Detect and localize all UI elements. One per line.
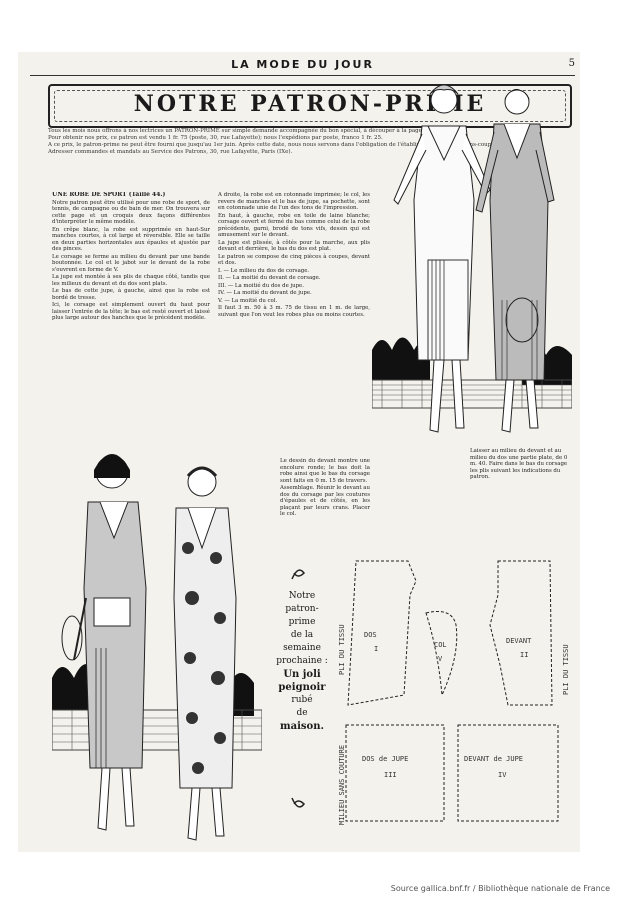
caption-line: semaine [283,643,321,653]
article-para: En haut, à gauche, robe en toile de lain… [218,212,370,239]
pattern-label: DOS [364,631,377,639]
illustration-top-right [372,84,572,448]
pattern-label: IV [498,771,507,779]
pattern-label: DEVANT [506,637,532,645]
intro-para: Adresser commandes et mandats au Service… [48,149,293,155]
caption-bold: maison. [280,721,324,732]
article-para: A droite, la robe est en cotonnade impri… [218,192,370,211]
article-para: II. — La moitié du devant de corsage. [218,275,321,281]
page-number: 5 [568,58,575,69]
article-para: V. — La moitié du col. [218,297,278,304]
article-para: Le bas de cette jupe, à gauche, ainsi qu… [52,288,210,301]
edge-label: PLI DU TISSU [338,624,346,675]
header-rule [30,75,575,76]
caption-line: de la [290,630,314,640]
article-para: La jupe est montée à ses plis de chaque … [52,274,210,287]
next-pattern-caption: Notre patron- prime de la semaine procha… [268,590,336,733]
article-para: Le corsage se ferme au milieu du devant … [52,253,210,273]
magazine-title: LA MODE DU JOUR [231,58,374,71]
article-heading: UNE ROBE DE SPORT (Taille 44.) [52,192,166,198]
pattern-label: DOS de JUPE [362,755,408,763]
illustration-bottom-left [52,454,262,841]
pattern-label: II [520,651,528,659]
article-para: IV. — La moitié du devant de jupe. [218,290,312,296]
article-para: Il faut 3 m. 50 à 3 m. 75 de tissu en 1 … [218,305,370,318]
article-para: Le patron se compose de cinq pièces à co… [218,253,370,267]
article-column-1: UNE ROBE DE SPORT (Taille 44.) Notre pat… [52,192,210,442]
edge-label: MILIEU SANS COUTURE [338,745,346,825]
intro-para: A ce prix, le patron-prime ne peut être … [48,142,540,148]
article-column-3: Le dessin du devant montre une encolure … [280,458,370,558]
pattern-label: COL [434,641,447,649]
page-header: LA MODE DU JOUR 5 [30,58,575,74]
caption-bold: Un joli [283,669,321,680]
caption-line: Notre [288,591,316,601]
caption-line: prime [288,617,316,627]
pattern-label: V [438,655,443,663]
article-column-2: A droite, la robe est en cotonnade impri… [218,192,370,512]
intro-text: Tous les mois nous offrons à nos lectric… [48,128,568,156]
article-para: Notre patron peut être utilisé pour une … [52,199,210,226]
ornament-top [291,569,305,580]
article-para: I. — Le milieu du dos de corsage. [218,267,310,274]
caption-line: patron- [285,604,319,614]
pattern-label: III [384,771,397,779]
figure-caption-right: Laisser au milieu du devant et au milieu… [470,448,570,523]
pattern-diagram: DOS I COL V DEVANT II DOS de JUPE III DE… [338,560,570,825]
caption-line: rubé [291,695,313,705]
article-para: Assemblage. Réunir le devant au dos du c… [280,485,370,517]
caption-line: de [296,708,308,718]
intro-para: Pour obtenir nos prix, ce patron est ven… [48,135,383,141]
caption-bold: peignoir [278,682,326,693]
intro-para: Tous les mois nous offrons à nos lectric… [48,128,433,134]
source-credit: Source gallica.bnf.fr / Bibliothèque nat… [390,884,610,893]
article-para: Le dessin du devant montre une encolure … [280,458,370,484]
article-para: La jupe est plissée, à côtés pour la mar… [218,239,370,253]
article-para: Ici, le corsage est simplement ouvert du… [52,302,210,321]
pattern-label: DEVANT de JUPE [464,755,523,763]
title-frame: NOTRE PATRON-PRIME [48,84,572,128]
edge-label: PLI DU TISSU [562,644,570,695]
article-para: En crêpe blanc, la robe est supprimée en… [52,226,210,253]
ornament-bottom [291,797,305,808]
article-para: III. — La moitié du dos de jupe. [218,282,304,289]
pattern-label: I [374,645,378,653]
page-title: NOTRE PATRON-PRIME [133,91,487,117]
caption-para: Laisser au milieu du devant et au milieu… [470,448,568,480]
caption-line: prochaine : [276,656,328,666]
